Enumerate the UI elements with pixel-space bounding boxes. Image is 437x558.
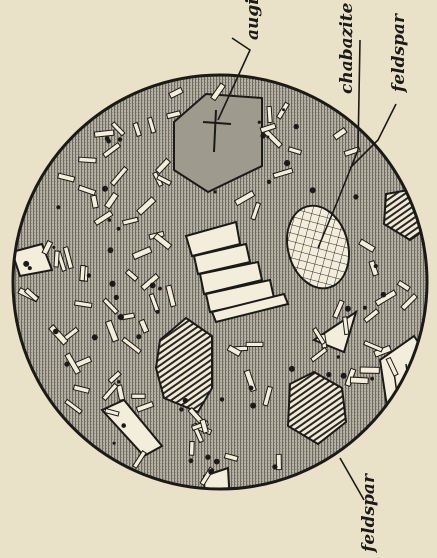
opaque-grain — [214, 459, 220, 465]
lath-crystal — [246, 342, 263, 346]
lath-crystal — [79, 157, 97, 163]
opaque-grain — [23, 261, 29, 267]
opaque-grain — [109, 281, 115, 287]
opaque-grain — [105, 136, 110, 141]
opaque-grain — [284, 160, 290, 166]
opaque-grain — [64, 362, 69, 367]
hatched-grain — [28, 420, 82, 500]
opaque-grain — [205, 455, 210, 460]
opaque-grain — [113, 442, 116, 445]
lath-crystal — [350, 377, 368, 384]
opaque-grain — [381, 292, 387, 298]
opaque-grain — [52, 246, 55, 249]
opaque-grain — [87, 273, 91, 277]
opaque-grain — [56, 205, 60, 209]
opaque-grain — [353, 194, 358, 199]
label-chabazite: chabazite — [337, 2, 357, 94]
lath-crystal — [132, 394, 145, 398]
opaque-grain — [108, 247, 114, 253]
lath-crystal — [189, 441, 194, 455]
opaque-grain — [220, 397, 224, 401]
opaque-grain — [363, 306, 367, 310]
lath-crystal — [267, 106, 272, 122]
opaque-grain — [158, 287, 162, 291]
label-augite: augite — [243, 0, 263, 40]
opaque-grain — [189, 458, 194, 463]
opaque-grain — [108, 218, 112, 222]
opaque-grain — [179, 407, 183, 411]
opaque-grain — [260, 133, 265, 138]
label-feldspar-top: feldspar — [389, 13, 409, 93]
lath-crystal — [360, 367, 379, 373]
opaque-grain — [121, 423, 126, 428]
opaque-grain — [249, 386, 254, 391]
opaque-grain — [136, 334, 141, 339]
opaque-grain — [214, 190, 217, 193]
opaque-grain — [92, 334, 98, 340]
lath-crystal — [80, 265, 86, 280]
opaque-grain — [183, 398, 188, 403]
opaque-grain — [114, 295, 119, 300]
opaque-grain — [117, 380, 120, 383]
opaque-grain — [370, 377, 374, 381]
feldspar-crystal — [380, 336, 430, 460]
opaque-grain — [310, 187, 316, 193]
opaque-grain — [53, 329, 59, 335]
lath-crystal — [54, 251, 59, 267]
opaque-grain — [294, 124, 299, 129]
opaque-grain — [118, 314, 124, 320]
opaque-grain — [272, 464, 277, 469]
opaque-grain — [267, 180, 271, 184]
opaque-grain — [341, 373, 347, 379]
opaque-grain — [266, 136, 269, 139]
opaque-grain — [28, 266, 32, 270]
opaque-grain — [117, 227, 121, 231]
opaque-grain — [102, 186, 108, 192]
label-feldspar-bottom: feldspar — [359, 473, 379, 553]
opaque-grain — [118, 137, 123, 142]
opaque-grain — [374, 264, 378, 268]
opaque-grain — [282, 108, 285, 111]
opaque-grain — [250, 403, 256, 409]
opaque-grain — [337, 355, 340, 358]
opaque-grain — [289, 366, 295, 372]
opaque-grain — [345, 306, 351, 312]
opaque-grain — [258, 121, 261, 124]
opaque-grain — [150, 283, 156, 289]
opaque-grain — [156, 310, 160, 314]
opaque-grain — [326, 372, 331, 377]
opaque-grain — [208, 469, 214, 475]
